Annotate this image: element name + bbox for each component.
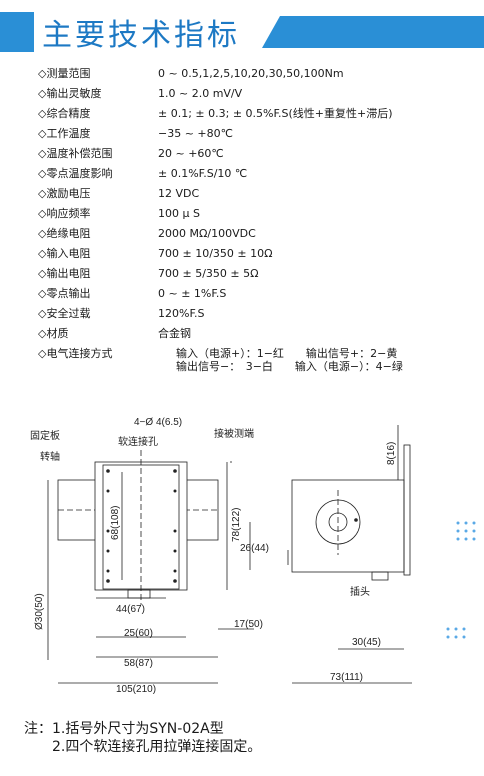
dim-44: 44(67): [116, 604, 145, 615]
label-connector: 插头: [350, 585, 370, 598]
spec-label: ◇激励电压: [38, 187, 91, 200]
spec-value: ± 0.1%F.S/10 ℃: [158, 167, 248, 180]
dim-17: 17(50): [234, 619, 263, 630]
dim-26: 26(44): [240, 543, 269, 554]
dimension-drawing: 固定板 转轴 4−Ø 4(6.5) 软连接孔 接被测端 插头 68(108) 7…: [0, 405, 484, 705]
label-grounding: 接被测端: [214, 427, 254, 440]
spec-label: ◇测量范围: [38, 67, 91, 80]
spec-row: ◇安全过载 120%F.S: [38, 304, 478, 324]
spec-row: ◇零点输出 0 ~ ± 1%F.S: [38, 284, 478, 304]
label-soft-hole: 软连接孔: [118, 435, 158, 448]
spec-label: ◇综合精度: [38, 107, 91, 120]
spec-row: ◇综合精度 ± 0.1; ± 0.3; ± 0.5%F.S(线性+重复性+滞后): [38, 104, 478, 124]
spec-row: ◇输出灵敏度 1.0 ~ 2.0 mV/V: [38, 84, 478, 104]
spec-value: ± 0.1; ± 0.3; ± 0.5%F.S(线性+重复性+滞后): [158, 107, 393, 120]
note-line: 注：1.括号外尺寸为SYN-02A型: [24, 721, 224, 737]
dim-58: 58(87): [124, 658, 153, 669]
label-fixed-plate: 固定板: [30, 429, 60, 442]
wiring-values: 输入（电源+）：1−红 输出信号+：2−黄 输出信号−： 3−白 输入（电源−）…: [176, 347, 403, 373]
dim-73: 73(111): [330, 672, 363, 683]
spec-value: 100 μ S: [158, 207, 200, 220]
spec-row: ◇输入电阻 700 ± 10/350 ± 10Ω: [38, 244, 478, 264]
spec-value: 合金钢: [158, 327, 191, 340]
dim-78: 78(122): [231, 508, 242, 542]
dim-30: Ø30(50): [34, 593, 45, 630]
spec-label: ◇温度补偿范围: [38, 147, 113, 160]
page-title: 主要技术指标: [42, 18, 240, 53]
wiring-line: 输出信号−： 3−白 输入（电源−）：4−绿: [176, 360, 403, 373]
spec-value: −35 ~ +80℃: [158, 127, 233, 140]
spec-value: 12 VDC: [158, 187, 200, 200]
dim-8: 8(16): [386, 442, 397, 465]
spec-value: 120%F.S: [158, 307, 205, 320]
label-shaft: 转轴: [40, 450, 60, 463]
side-view-outline: [291, 479, 405, 573]
spec-row: ◇温度补偿范围 20 ~ +60℃: [38, 144, 478, 164]
spec-row: ◇激励电压 12 VDC: [38, 184, 478, 204]
spec-row: ◇响应频率 100 μ S: [38, 204, 478, 224]
spec-label: ◇输出电阻: [38, 267, 91, 280]
spec-label: ◇绝缘电阻: [38, 227, 91, 240]
drawing-svg: 固定板 转轴 4−Ø 4(6.5) 软连接孔 接被测端 插头 68(108) 7…: [30, 417, 476, 695]
dim-105: 105(210): [116, 684, 156, 695]
decorative-dots: [446, 521, 476, 639]
spec-value: 1.0 ~ 2.0 mV/V: [158, 87, 243, 100]
spec-value: 2000 MΩ/100VDC: [158, 227, 256, 240]
spec-value: 700 ± 5/350 ± 5Ω: [158, 267, 259, 280]
spec-value: 20 ~ +60℃: [158, 147, 224, 160]
spec-label: ◇输出灵敏度: [38, 87, 102, 100]
spec-label: ◇响应频率: [38, 207, 91, 220]
spec-value: 0 ~ 0.5,1,2,5,10,20,30,50,100Nm: [158, 67, 344, 80]
spec-value: 0 ~ ± 1%F.S: [158, 287, 227, 300]
dim-68: 68(108): [110, 506, 121, 540]
wiring-line: 输入（电源+）：1−红 输出信号+：2−黄: [176, 347, 398, 360]
spec-label: ◇工作温度: [38, 127, 91, 140]
spec-row-wiring: ◇电气连接方式 输入（电源+）：1−红 输出信号+：2−黄 输出信号−： 3−白…: [38, 344, 478, 378]
header-accent-block: [0, 12, 34, 52]
spec-row: ◇零点温度影响 ± 0.1%F.S/10 ℃: [38, 164, 478, 184]
note-line: 2.四个软连接孔用拉弹连接固定。: [24, 739, 262, 755]
label-holes: 4−Ø 4(6.5): [134, 417, 182, 428]
spec-row: ◇工作温度 −35 ~ +80℃: [38, 124, 478, 144]
spec-list: ◇测量范围 0 ~ 0.5,1,2,5,10,20,30,50,100Nm ◇输出…: [38, 64, 478, 378]
spec-label: ◇材质: [38, 327, 69, 340]
spec-row: ◇绝缘电阻 2000 MΩ/100VDC: [38, 224, 478, 244]
dim-25: 25(60): [124, 628, 153, 639]
spec-label: ◇零点温度影响: [38, 167, 113, 180]
dim-30b: 30(45): [352, 637, 381, 648]
spec-row: ◇测量范围 0 ~ 0.5,1,2,5,10,20,30,50,100Nm: [38, 64, 478, 84]
spec-label: ◇零点输出: [38, 287, 91, 300]
header-accent-bar: [262, 16, 484, 48]
spec-value: 700 ± 10/350 ± 10Ω: [158, 247, 273, 260]
spec-row: ◇材质 合金钢: [38, 324, 478, 344]
section-header: 主要技术指标: [0, 0, 484, 60]
spec-label: ◇电气连接方式: [38, 347, 113, 360]
spec-label: ◇输入电阻: [38, 247, 91, 260]
spec-row: ◇输出电阻 700 ± 5/350 ± 5Ω: [38, 264, 478, 284]
notes: 注：1.括号外尺寸为SYN-02A型 2.四个软连接孔用拉弹连接固定。: [24, 720, 261, 756]
spec-label: ◇安全过载: [38, 307, 91, 320]
